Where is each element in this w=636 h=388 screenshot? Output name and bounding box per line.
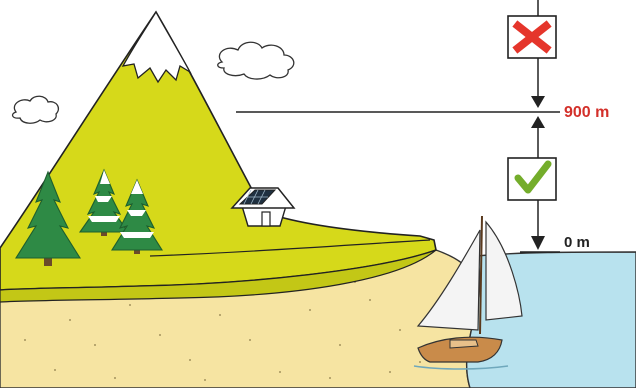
cloud-right [218,42,294,79]
arrow-down-to-limit-icon [531,96,545,108]
arrow-down-to-sea-level-icon [531,236,545,250]
altitude-limit-label: 900 m [564,104,609,121]
cloud-left [13,96,59,123]
not-allowed-zone [508,16,556,58]
sea-level-label: 0 m [564,234,590,251]
allowed-zone [508,158,556,200]
